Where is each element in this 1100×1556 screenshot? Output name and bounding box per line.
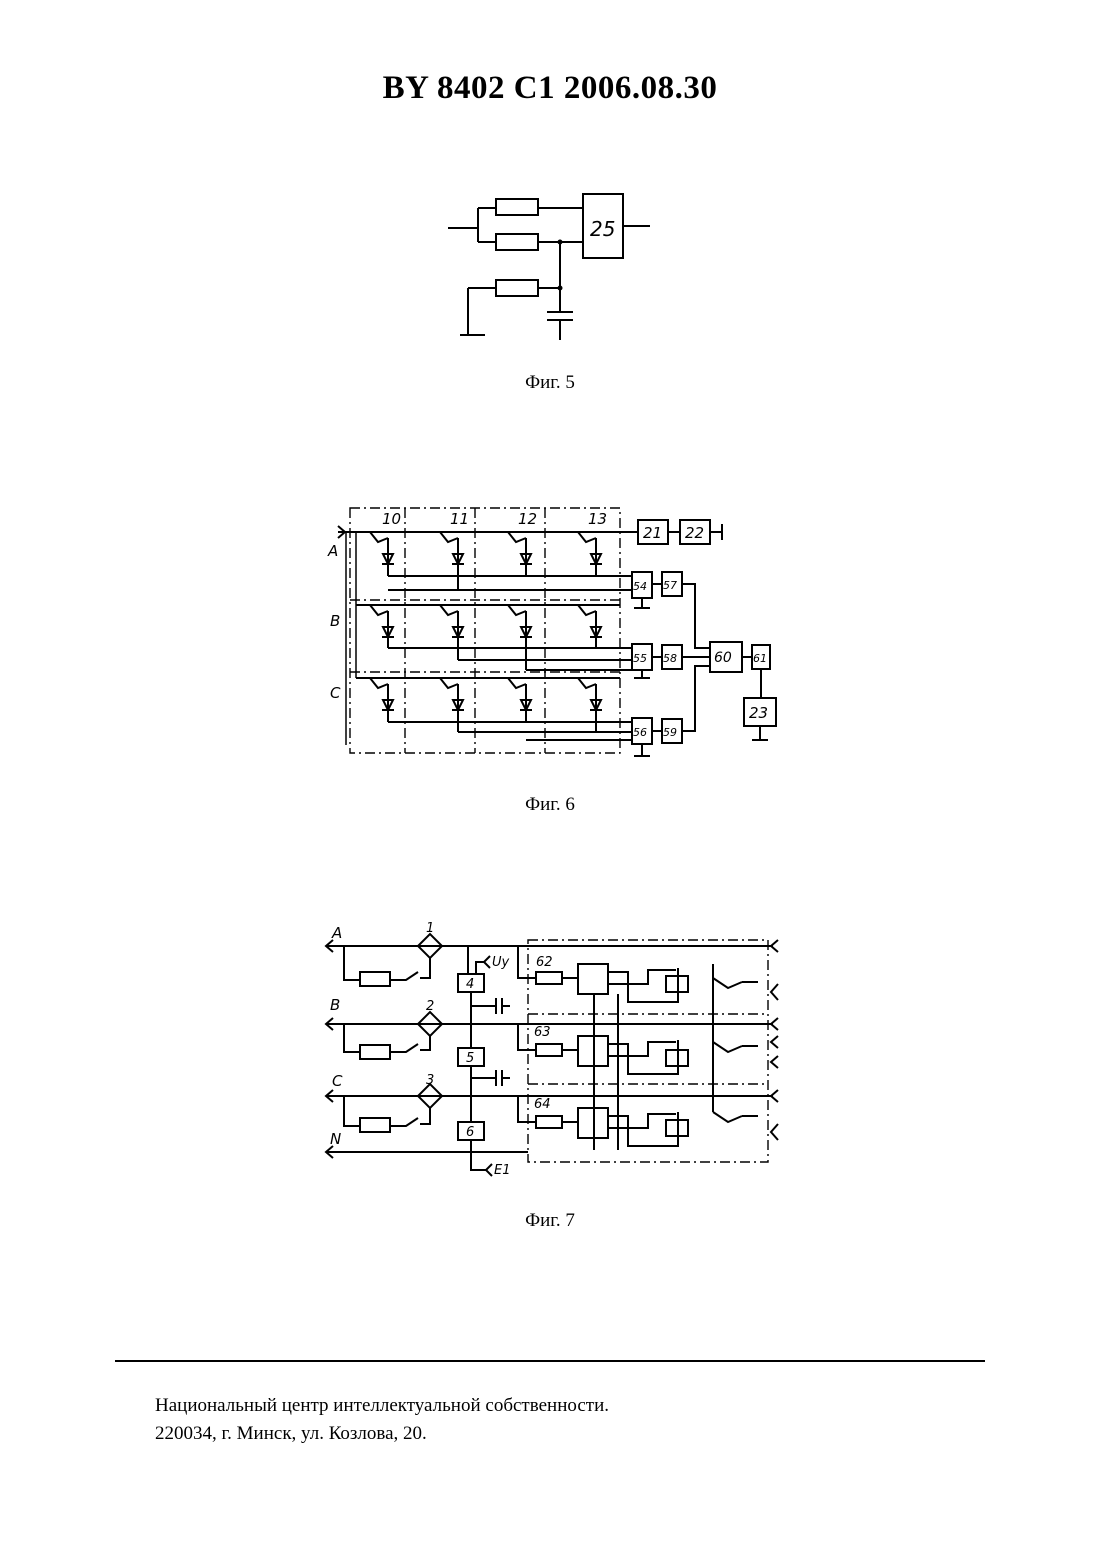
switch-11-label: 11 (450, 510, 469, 528)
switch-12-label: 12 (518, 510, 537, 528)
phase-b-label-7: B (330, 996, 340, 1014)
block-55-label: 55 (633, 652, 647, 665)
footer-address: 220034, г. Минск, ул. Козлова, 20. (155, 1420, 609, 1448)
figure-5-schematic: 25 (440, 180, 670, 350)
block-5-label: 5 (466, 1051, 474, 1066)
block-25-label: 25 (590, 217, 615, 241)
switch-10-label: 10 (382, 510, 401, 528)
block-59-label: 59 (663, 726, 677, 739)
phase-c-label: C (330, 684, 341, 702)
block-58-label: 58 (663, 652, 677, 665)
block-23-label: 23 (749, 704, 768, 722)
relay-64-label: 64 (534, 1097, 551, 1112)
footer-organization: Национальный центр интеллектуальной собс… (155, 1392, 609, 1420)
phase-a-label-7: A (331, 924, 342, 942)
block-4-label: 4 (466, 977, 474, 992)
patent-header: BY 8402 C1 2006.08.30 (0, 70, 1100, 107)
uy-label: Uy (492, 955, 510, 970)
relay-63-label: 63 (534, 1025, 551, 1040)
relay-62-label: 62 (536, 955, 553, 970)
figure-7-schematic: A B C N 1 2 3 4 Uy 5 6 E1 62 63 64 (318, 922, 788, 1184)
block-22-label: 22 (685, 524, 704, 542)
block-54-label: 54 (633, 580, 647, 593)
rectifier-3-label: 3 (426, 1073, 434, 1088)
rectifier-1-label: 1 (426, 922, 434, 936)
block-21-label: 21 (643, 524, 662, 542)
footer-divider (115, 1360, 985, 1362)
block-60-label: 60 (714, 650, 732, 666)
rectifier-2-label: 2 (426, 999, 434, 1014)
phase-c-label-7: C (332, 1072, 343, 1090)
phase-b-label: B (330, 612, 340, 630)
e1-label: E1 (494, 1163, 511, 1178)
phase-a-label: A (327, 542, 338, 560)
figure-6-caption: Фиг. 6 (0, 794, 1100, 816)
block-6-label: 6 (466, 1125, 474, 1140)
block-57-label: 57 (663, 579, 677, 592)
footer: Национальный центр интеллектуальной собс… (155, 1392, 609, 1448)
figure-5-caption: Фиг. 5 (0, 372, 1100, 394)
neutral-label: N (330, 1130, 341, 1148)
switch-13-label: 13 (588, 510, 607, 528)
figure-7-caption: Фиг. 7 (0, 1210, 1100, 1232)
block-56-label: 56 (633, 726, 647, 739)
block-61-label: 61 (753, 652, 767, 665)
figure-6-schematic: A B C 10 11 12 13 21 2 (320, 500, 780, 770)
